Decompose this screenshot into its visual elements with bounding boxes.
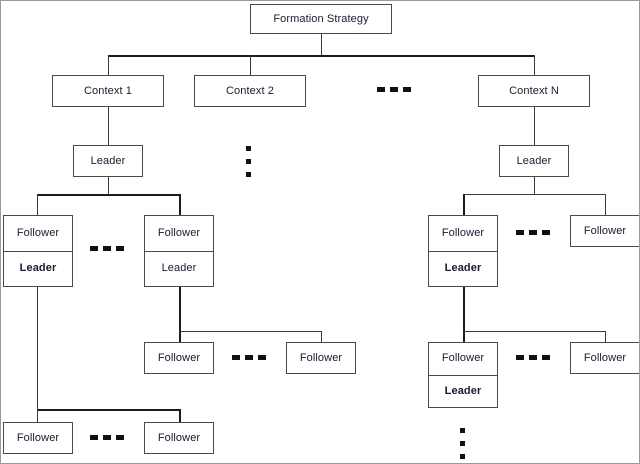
node-label: Follower bbox=[157, 351, 201, 364]
node-label: Leader bbox=[90, 154, 126, 167]
connector-rightA-drop bbox=[463, 287, 465, 342]
connector-left-level2-drop-b bbox=[321, 331, 322, 342]
connector-right-l1-drop-a bbox=[463, 194, 465, 215]
node-label: Leader bbox=[516, 154, 552, 167]
node-label-follower: Follower bbox=[441, 352, 485, 365]
connector-root-stem bbox=[321, 34, 322, 55]
connector-leftbranch-drop-a bbox=[37, 194, 38, 215]
connector-left-level3-bus bbox=[37, 409, 179, 411]
connector-leftA-long-drop bbox=[37, 287, 38, 409]
node-label: Follower bbox=[299, 351, 343, 364]
node-leader-left[interactable]: Leader bbox=[73, 145, 143, 177]
horizontal-ellipsis-left-level3 bbox=[90, 435, 124, 440]
node-label-follower: Follower bbox=[157, 226, 201, 239]
node-follower-left-l3-a[interactable]: Follower bbox=[3, 422, 73, 454]
horizontal-ellipsis-right-level1 bbox=[516, 230, 550, 235]
node-label-follower: Follower bbox=[441, 226, 485, 239]
node-follower-leader-left-b[interactable]: Follower Leader bbox=[144, 215, 214, 287]
node-label-leader: Leader bbox=[145, 250, 213, 287]
horizontal-ellipsis-left-level2 bbox=[232, 355, 266, 360]
connector-context1-to-leader bbox=[108, 107, 109, 145]
node-context-1[interactable]: Context 1 bbox=[52, 75, 164, 107]
horizontal-ellipsis-contexts bbox=[377, 87, 411, 92]
node-label: Follower bbox=[157, 431, 201, 444]
connector-left-level3-drop-a bbox=[37, 409, 38, 422]
connector-context2-drop bbox=[250, 55, 251, 75]
vertical-ellipsis-context2 bbox=[246, 146, 251, 177]
vertical-ellipsis-right-bottom bbox=[460, 428, 465, 459]
node-label: Follower bbox=[583, 224, 627, 237]
node-label: Context N bbox=[509, 84, 559, 97]
node-follower-leader-right-a[interactable]: Follower Leader bbox=[428, 215, 498, 287]
connector-right-level1-bus bbox=[463, 194, 605, 195]
connector-leaderleft-bus bbox=[37, 194, 179, 196]
connector-leaderright-stem bbox=[534, 177, 535, 194]
node-label-leader: Leader bbox=[429, 250, 497, 287]
node-label-leader: Leader bbox=[429, 374, 497, 408]
connector-right-l1-drop-b bbox=[605, 194, 606, 215]
connector-leaderleft-stem bbox=[108, 177, 109, 194]
node-follower-right-l1-b[interactable]: Follower bbox=[570, 215, 639, 247]
connector-leftbranch-drop-b bbox=[179, 194, 181, 215]
connector-leftB-drop bbox=[179, 287, 181, 342]
connector-right-l2-drop-b bbox=[605, 331, 606, 342]
connector-left-level3-drop-b bbox=[179, 409, 181, 422]
node-label-leader: Leader bbox=[4, 250, 72, 287]
node-follower-left-l2-b[interactable]: Follower bbox=[286, 342, 356, 374]
connector-left-level2-bus bbox=[179, 331, 321, 332]
connector-right-level2-bus bbox=[463, 331, 605, 332]
node-leader-right[interactable]: Leader bbox=[499, 145, 569, 177]
horizontal-ellipsis-right-level2 bbox=[516, 355, 550, 360]
connector-contextn-to-leader bbox=[534, 107, 535, 145]
node-label: Context 2 bbox=[226, 84, 274, 97]
node-formation-strategy[interactable]: Formation Strategy bbox=[250, 4, 392, 34]
node-follower-right-l2-b[interactable]: Follower bbox=[570, 342, 639, 374]
node-follower-left-l2-a[interactable]: Follower bbox=[144, 342, 214, 374]
node-label: Formation Strategy bbox=[273, 12, 369, 25]
node-label: Follower bbox=[583, 351, 627, 364]
node-follower-left-l3-b[interactable]: Follower bbox=[144, 422, 214, 454]
node-context-n[interactable]: Context N bbox=[478, 75, 590, 107]
connector-context-bus bbox=[108, 55, 534, 57]
node-label-follower: Follower bbox=[16, 226, 60, 239]
node-follower-leader-left-a[interactable]: Follower Leader bbox=[3, 215, 73, 287]
connector-contextN-drop bbox=[534, 55, 535, 75]
node-context-2[interactable]: Context 2 bbox=[194, 75, 306, 107]
node-label: Context 1 bbox=[84, 84, 132, 97]
connector-context1-drop bbox=[108, 55, 109, 75]
node-follower-leader-right-l2-a[interactable]: Follower Leader bbox=[428, 342, 498, 408]
node-label: Follower bbox=[16, 431, 60, 444]
horizontal-ellipsis-left-level1 bbox=[90, 246, 124, 251]
